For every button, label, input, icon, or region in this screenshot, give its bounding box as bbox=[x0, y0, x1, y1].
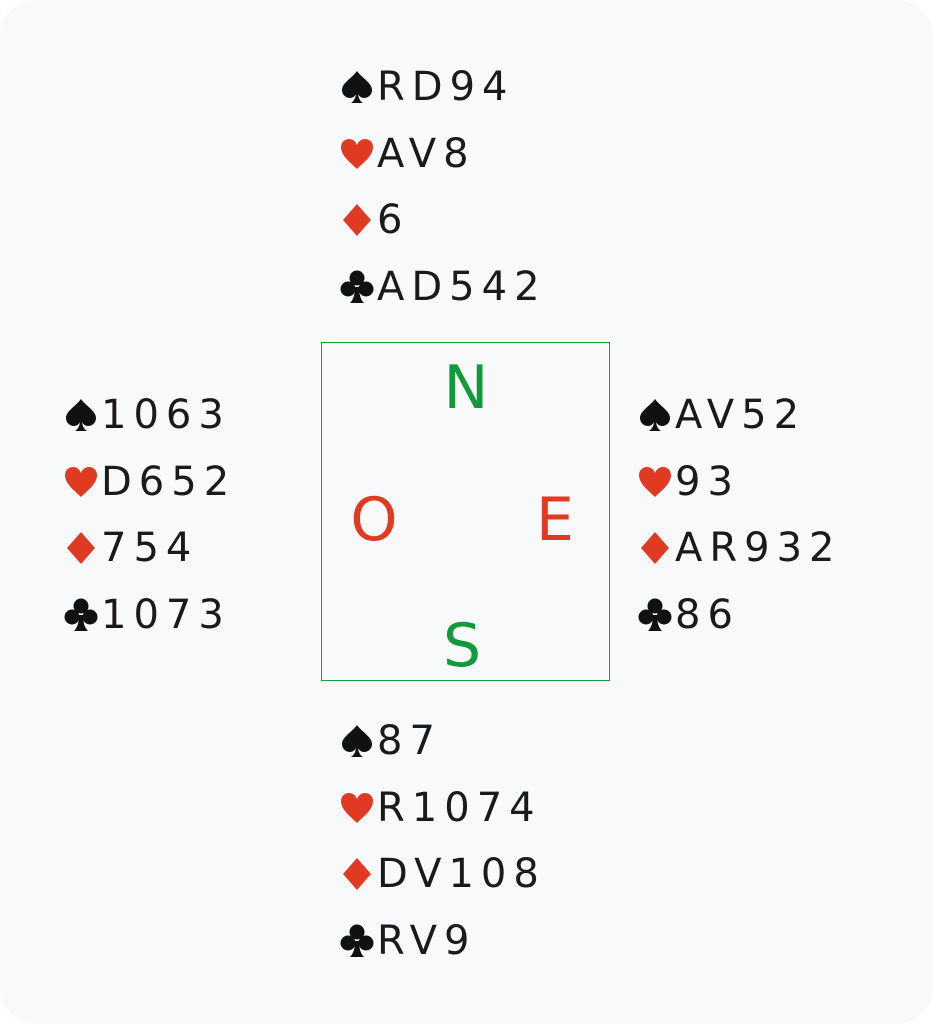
north-clubs-line: AD542 bbox=[337, 254, 547, 321]
compass-west-label: O bbox=[350, 485, 398, 555]
club-icon bbox=[635, 595, 675, 635]
spade-icon bbox=[337, 721, 377, 761]
east-clubs-line: 86 bbox=[635, 582, 842, 649]
north-diamonds-cards: 6 bbox=[377, 197, 410, 244]
west-diamonds-cards: 754 bbox=[101, 525, 199, 572]
spade-icon bbox=[337, 67, 377, 107]
east-spades-cards: AV52 bbox=[675, 392, 807, 439]
hand-north: RD94 AV8 6 AD542 bbox=[337, 54, 547, 320]
west-clubs-line: 1073 bbox=[61, 582, 236, 649]
compass-south-label: S bbox=[442, 611, 482, 681]
club-icon bbox=[61, 595, 101, 635]
compass-box: N O E S bbox=[321, 342, 610, 681]
heart-icon bbox=[337, 788, 377, 828]
west-spades-line: 1063 bbox=[61, 382, 236, 449]
south-clubs-line: RV9 bbox=[337, 908, 546, 975]
south-spades-line: 87 bbox=[337, 708, 546, 775]
hand-west: 1063 D652 754 1073 bbox=[61, 382, 236, 648]
club-icon bbox=[337, 921, 377, 961]
north-diamonds-line: 6 bbox=[337, 187, 547, 254]
west-hearts-line: D652 bbox=[61, 449, 236, 516]
heart-icon bbox=[61, 462, 101, 502]
east-hearts-cards: 93 bbox=[675, 458, 740, 505]
west-spades-cards: 1063 bbox=[101, 392, 231, 439]
south-spades-cards: 87 bbox=[377, 718, 442, 765]
east-spades-line: AV52 bbox=[635, 382, 842, 449]
compass-east-label: E bbox=[536, 485, 574, 555]
west-hearts-cards: D652 bbox=[101, 458, 237, 505]
diamond-icon bbox=[337, 200, 377, 240]
spade-icon bbox=[61, 395, 101, 435]
spade-icon bbox=[635, 395, 675, 435]
diamond-icon bbox=[337, 854, 377, 894]
compass-north-label: N bbox=[443, 353, 489, 423]
west-diamonds-line: 754 bbox=[61, 515, 236, 582]
diamond-icon bbox=[635, 528, 675, 568]
diamond-icon bbox=[61, 528, 101, 568]
north-hearts-line: AV8 bbox=[337, 121, 547, 188]
west-clubs-cards: 1073 bbox=[101, 592, 231, 639]
north-hearts-cards: AV8 bbox=[377, 130, 476, 177]
east-diamonds-cards: AR932 bbox=[675, 525, 842, 572]
north-clubs-cards: AD542 bbox=[377, 264, 547, 311]
east-clubs-cards: 86 bbox=[675, 592, 740, 639]
south-hearts-cards: R1074 bbox=[377, 784, 542, 831]
north-spades-cards: RD94 bbox=[377, 64, 515, 111]
east-diamonds-line: AR932 bbox=[635, 515, 842, 582]
south-diamonds-cards: DV108 bbox=[377, 851, 546, 898]
club-icon bbox=[337, 267, 377, 307]
east-hearts-line: 93 bbox=[635, 449, 842, 516]
heart-icon bbox=[635, 462, 675, 502]
south-diamonds-line: DV108 bbox=[337, 841, 546, 908]
hand-south: 87 R1074 DV108 RV9 bbox=[337, 708, 546, 974]
heart-icon bbox=[337, 134, 377, 174]
south-clubs-cards: RV9 bbox=[377, 918, 477, 965]
north-spades-line: RD94 bbox=[337, 54, 547, 121]
hand-east: AV52 93 AR932 86 bbox=[635, 382, 842, 648]
south-hearts-line: R1074 bbox=[337, 775, 546, 842]
